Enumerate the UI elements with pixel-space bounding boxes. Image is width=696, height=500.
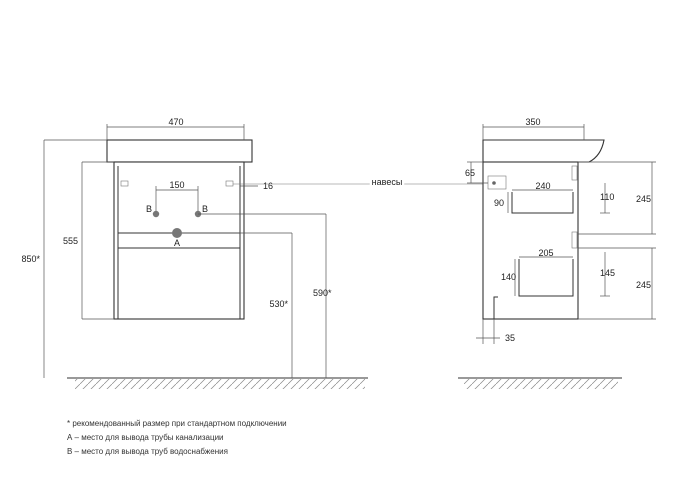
- dim-offset-16: 16: [263, 181, 273, 191]
- sink-side: [482, 139, 605, 163]
- hinge-label: навесы: [372, 177, 403, 187]
- note-drain-location: А – место для вывода трубы канализации: [67, 433, 224, 442]
- dim-shelf-upper-240: 240: [535, 181, 550, 191]
- drain-point: [172, 228, 182, 238]
- dim-lower-140: 140: [501, 272, 516, 282]
- side-view: 350 65 240 90 110 245 205 140 145: [458, 117, 656, 389]
- dim-height-555: 555: [63, 236, 78, 246]
- cabinet-side: [482, 161, 579, 320]
- floor-side: [458, 377, 622, 389]
- sink-front: [106, 139, 253, 163]
- dim-bottom-35: 35: [505, 333, 515, 343]
- marker-b-right: B: [202, 204, 208, 214]
- front-view: 470 850* 555 150 16 B B A 530* 590*: [21, 117, 368, 389]
- note-supply-location: В – место для вывода труб водоснабжения: [67, 447, 228, 456]
- dim-height-590: 590*: [313, 288, 332, 298]
- dim-height-530: 530*: [269, 299, 288, 309]
- dim-compartment-upper-245: 245: [636, 194, 651, 204]
- supply-point-left: [152, 210, 160, 218]
- dim-tap-spacing-150: 150: [169, 180, 184, 190]
- cabinet-front: [113, 161, 245, 320]
- dim-depth-350: 350: [525, 117, 540, 127]
- dim-shelf-lower-205: 205: [538, 248, 553, 258]
- marker-a: A: [174, 238, 180, 248]
- dim-height-850: 850*: [21, 254, 40, 264]
- floor-front: [67, 377, 368, 389]
- dim-width-470: 470: [168, 117, 183, 127]
- marker-b-left: B: [146, 204, 152, 214]
- dim-upper-90: 90: [494, 198, 504, 208]
- dim-hinge-65: 65: [465, 168, 475, 178]
- note-recommended-size: * рекомендованный размер при стандартном…: [67, 419, 287, 428]
- dim-lower-145: 145: [600, 268, 615, 278]
- dim-upper-110: 110: [600, 192, 614, 202]
- dim-compartment-lower-245: 245: [636, 280, 651, 290]
